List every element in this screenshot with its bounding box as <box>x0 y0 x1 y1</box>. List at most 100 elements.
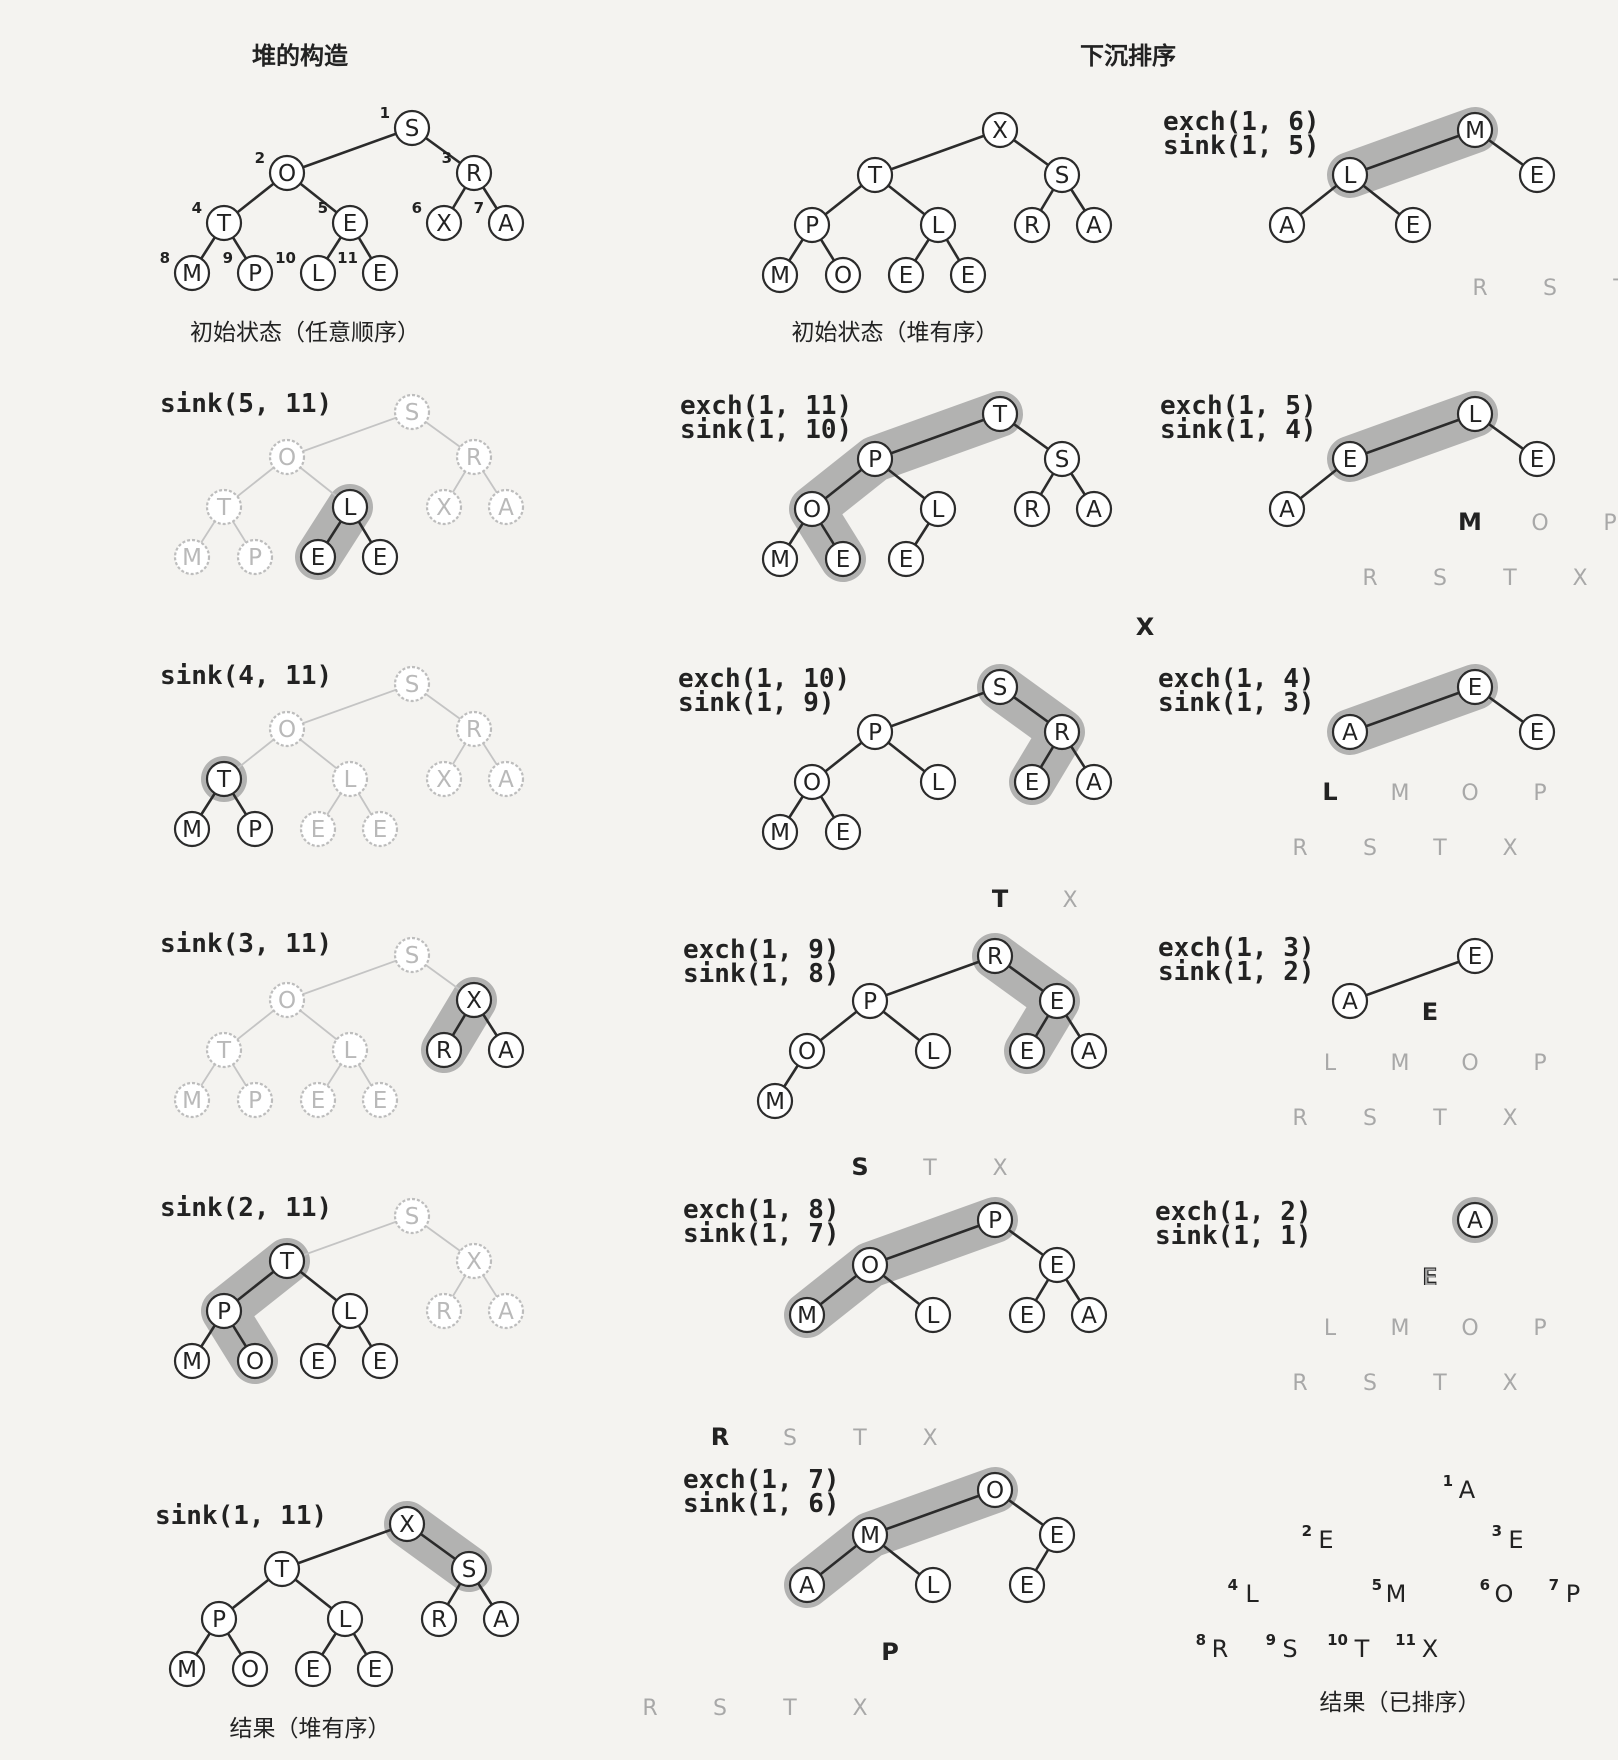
node-circle <box>331 488 369 526</box>
node-key: P <box>805 213 819 239</box>
tree-edge <box>869 1218 996 1267</box>
sortdown-step: exch(1, 6)sink(1, 5)MLEAEOPRSTX <box>1163 107 1618 301</box>
sorted-key: T <box>992 885 1009 913</box>
heap-node: L <box>1456 395 1494 433</box>
node-key: M <box>770 263 790 289</box>
heap-node: M8 <box>160 249 211 292</box>
node-key: O <box>803 770 821 796</box>
heap-node: S <box>393 1197 431 1235</box>
node-circle <box>914 1566 952 1604</box>
operation-label: exch(1, 2) <box>1155 1197 1312 1227</box>
node-circle <box>1456 937 1494 975</box>
node-key: T <box>274 1557 290 1583</box>
heap-node: E <box>1008 1296 1046 1334</box>
final-key: A <box>1459 1476 1476 1504</box>
node-circle <box>856 713 894 751</box>
node-key: E <box>373 1088 388 1114</box>
heap-node: R <box>976 937 1014 975</box>
node-key: P <box>868 447 882 473</box>
node-key: L <box>1344 163 1357 189</box>
heap-node: M <box>173 1342 211 1380</box>
sorted-key: O <box>1461 781 1478 806</box>
node-circle <box>450 1550 488 1588</box>
heap-node: E <box>1038 1246 1076 1284</box>
heap-node: A <box>1268 206 1306 244</box>
node-key: M <box>1465 118 1485 144</box>
tree-edge <box>286 411 413 458</box>
node-circle <box>361 538 399 576</box>
node-circle <box>1518 440 1556 478</box>
node-circle <box>205 1031 243 1069</box>
sorted-key: S <box>851 1153 868 1181</box>
heap-node: E <box>361 538 399 576</box>
heap-node: M <box>851 1516 889 1554</box>
node-circle <box>393 665 431 703</box>
heap-node: E <box>887 256 925 294</box>
heap-node: E <box>1038 1516 1076 1554</box>
heap-node: E <box>299 1081 337 1119</box>
node-key: A <box>1467 1208 1483 1234</box>
heap-node: T <box>856 156 894 194</box>
heap-node: S <box>1043 440 1081 478</box>
node-circle <box>887 256 925 294</box>
heap-node: E11 <box>337 249 399 292</box>
operation-label: exch(1, 6) <box>1163 107 1320 137</box>
node-key: M <box>182 1088 202 1114</box>
heap-node: L <box>1331 156 1369 194</box>
node-circle <box>1008 1296 1046 1334</box>
node-key: M <box>765 1089 785 1115</box>
node-circle <box>1331 156 1369 194</box>
node-circle <box>205 760 243 798</box>
node-circle <box>761 813 799 851</box>
heap-node: S1 <box>380 104 431 147</box>
heap-node: R <box>1013 490 1051 528</box>
operation-label: sink(1, 11) <box>155 1501 327 1531</box>
node-circle <box>268 981 306 1019</box>
operation-label: sink(5, 11) <box>160 389 332 419</box>
heap-node: P <box>236 538 274 576</box>
node-circle <box>487 1292 525 1330</box>
heap-node: P <box>200 1600 238 1638</box>
node-circle <box>268 1242 306 1280</box>
tree-edge <box>1349 412 1476 461</box>
node-index: 2 <box>255 149 265 167</box>
heap-node: L <box>331 760 369 798</box>
node-key: S <box>405 400 420 426</box>
heap-node: M <box>761 813 799 851</box>
node-circle <box>268 710 306 748</box>
heap-node: E <box>1518 156 1556 194</box>
node-key: L <box>344 1299 357 1325</box>
heap-node: P <box>856 713 894 751</box>
node-key: X <box>466 1249 482 1275</box>
node-circle <box>1070 1296 1108 1334</box>
final-key: L <box>1245 1580 1259 1608</box>
final-index: 10 <box>1327 1631 1348 1649</box>
node-key: T <box>992 402 1008 428</box>
node-circle <box>299 1342 337 1380</box>
node-circle <box>824 813 862 851</box>
node-key: E <box>1050 1253 1065 1279</box>
node-index: 7 <box>474 199 484 217</box>
heap-node: A <box>1456 1201 1494 1239</box>
heap-node: R <box>1043 713 1081 751</box>
heap-node: L <box>914 1296 952 1334</box>
operation-label: sink(1, 5) <box>1163 131 1320 161</box>
node-circle <box>1043 440 1081 478</box>
node-key: M <box>182 545 202 571</box>
final-key: O <box>1495 1580 1514 1608</box>
sorted-key: L <box>1322 778 1337 806</box>
node-circle <box>455 981 493 1019</box>
heap-node: A <box>482 1600 520 1638</box>
node-key: L <box>1469 402 1482 428</box>
node-key: E <box>1050 1523 1065 1549</box>
sorted-key: P <box>881 1638 899 1666</box>
heap-node: A <box>1331 713 1369 751</box>
node-circle <box>1013 490 1051 528</box>
node-key: A <box>498 1299 514 1325</box>
header-sortdown: 下沉排序 <box>1080 42 1176 70</box>
node-key: L <box>932 770 945 796</box>
